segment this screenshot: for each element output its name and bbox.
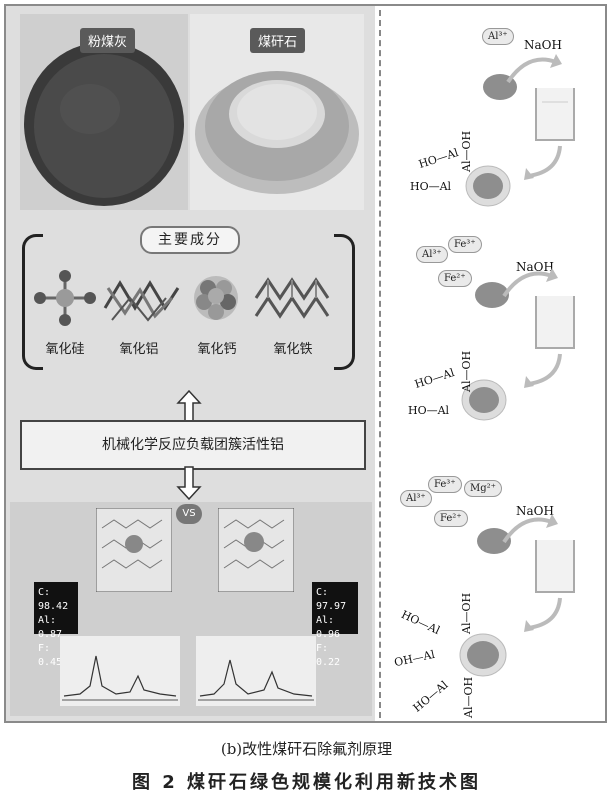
naoh-label-2: NaOH <box>516 260 554 274</box>
curved-arrow-icon <box>506 54 562 84</box>
ion-fe2-3: Fe²⁺ <box>434 510 468 527</box>
group-label: HO—Al <box>408 404 450 417</box>
components-bracket-right <box>334 234 355 370</box>
left-spectra-plot <box>60 636 180 706</box>
beaker-icon <box>535 296 575 349</box>
left-stat-al: Al: 0.87 <box>38 615 63 640</box>
curved-arrow-icon <box>524 353 562 388</box>
calcium-oxide-structure-icon <box>194 276 238 320</box>
graphene-left-image <box>96 508 172 592</box>
component-label-alumina: 氧化铝 <box>119 342 159 357</box>
modified-particle-icon <box>459 633 507 677</box>
iron-oxide-structure-icon <box>254 277 330 319</box>
group-label: Al—OH <box>460 130 473 172</box>
figure-title: 图 2 煤矸石绿色规模化利用新技术图 <box>131 772 482 793</box>
right-stat-f: F: 0.22 <box>316 643 341 668</box>
particle-icon <box>475 282 509 308</box>
left-stats-box: C: 98.42 Al: 0.87 F: 0.45 <box>34 582 78 668</box>
modified-particle-icon <box>465 165 511 207</box>
ion-al3-3: Al³⁺ <box>400 490 432 507</box>
right-stats-box: C: 97.97 Al: 0.96 F: 0.22 <box>312 582 358 668</box>
ion-fe2-2: Fe²⁺ <box>438 270 472 287</box>
particle-icon <box>477 528 511 554</box>
silica-structure-icon <box>34 270 96 326</box>
group-label: Al—OH <box>460 592 473 634</box>
curved-arrow-icon <box>524 145 562 180</box>
vs-label: VS <box>182 508 196 519</box>
left-stat-f: F: 0.45 <box>38 643 63 668</box>
fly-ash-label: 粉煤灰 <box>80 28 136 53</box>
up-down-arrow-icon <box>176 390 202 424</box>
dashed-divider <box>379 10 381 718</box>
modified-particle-icon <box>461 379 507 421</box>
ion-fe3-2: Fe³⁺ <box>448 236 482 253</box>
ion-mg2-3: Mg²⁺ <box>464 480 502 497</box>
ion-al3-2: Al³⁺ <box>416 246 448 263</box>
naoh-label-1: NaOH <box>524 38 562 52</box>
process-label: 机械化学反应负载团簇活性铝 <box>102 437 284 453</box>
curved-arrow-icon <box>502 514 558 544</box>
group-label: Al—OH <box>462 676 475 718</box>
group-label: HO—Al <box>410 180 452 193</box>
right-stat-c: C: 97.97 <box>316 587 347 612</box>
process-box: 机械化学反应负载团簇活性铝 <box>20 420 366 470</box>
vs-badge: VS <box>176 504 202 524</box>
ion-al3-1: Al³⁺ <box>482 28 514 45</box>
curved-arrow-icon <box>524 597 562 632</box>
graphene-right-image <box>218 508 294 592</box>
component-label-calcium-oxide: 氧化钙 <box>197 342 237 357</box>
subfigure-caption: (b)改性煤矸石除氟剂原理 <box>220 740 393 758</box>
component-label-silica: 氧化硅 <box>45 342 85 357</box>
components-bracket-left <box>22 234 43 370</box>
beaker-icon <box>535 88 575 141</box>
components-header-text: 主要成分 <box>158 232 222 248</box>
ion-fe3-3: Fe³⁺ <box>428 476 462 493</box>
group-label: Al—OH <box>460 350 473 392</box>
left-stat-c: C: 98.42 <box>38 587 69 612</box>
component-label-iron-oxide: 氧化铁 <box>273 342 313 357</box>
naoh-label-3: NaOH <box>516 504 554 518</box>
coal-gangue-label: 煤矸石 <box>250 28 306 53</box>
beaker-icon <box>535 540 575 593</box>
curved-arrow-icon <box>502 268 558 298</box>
alumina-structure-icon <box>103 280 180 322</box>
right-spectra-plot <box>196 636 316 706</box>
right-stat-al: Al: 0.96 <box>316 615 341 640</box>
down-arrow-icon <box>176 466 202 500</box>
components-header: 主要成分 <box>140 226 240 254</box>
